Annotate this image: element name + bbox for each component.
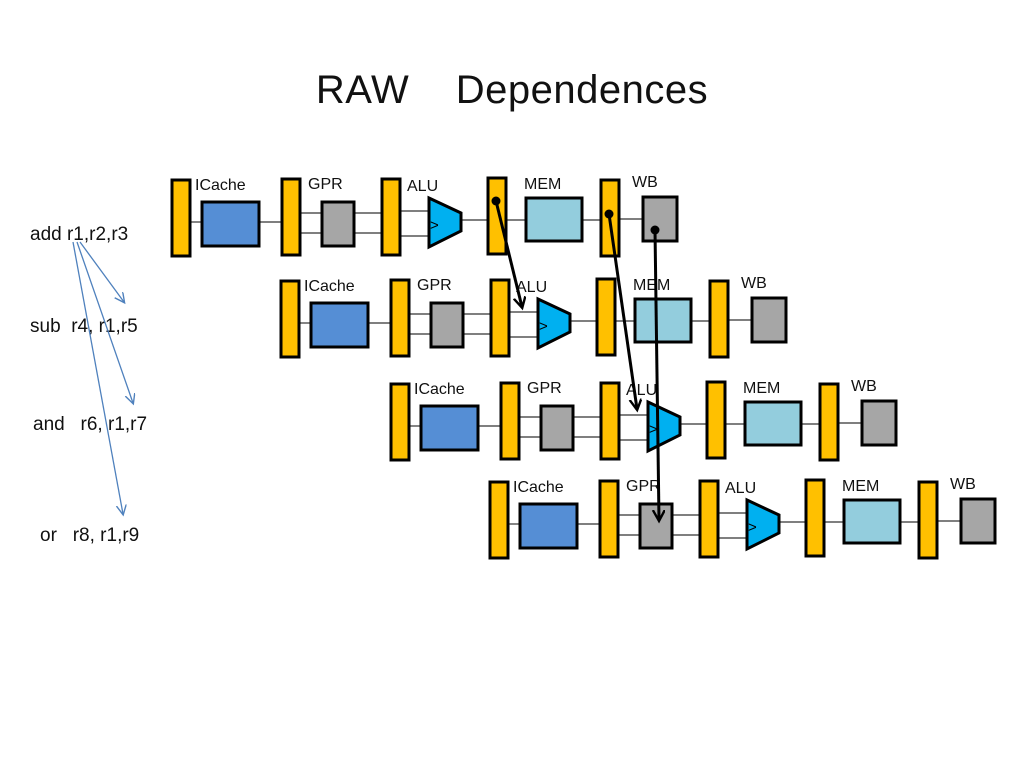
pipeline-register-if-id (389, 278, 411, 358)
wb-label: WB (741, 275, 767, 292)
pipeline-register-id-ex (698, 479, 720, 559)
pipeline-register-mem-wb (917, 480, 939, 560)
pipeline-register-if (170, 178, 192, 258)
pipeline-register-id-ex (489, 278, 511, 358)
wb-block (750, 296, 788, 344)
gpr-label: GPR (626, 478, 661, 495)
pipeline-register-if-id (280, 177, 302, 257)
pipeline-register-id-ex (599, 381, 621, 461)
mem-block (633, 297, 693, 344)
dependency-arrow-1 (79, 241, 124, 302)
alu-label: ALU (407, 178, 438, 195)
gpr-block (638, 502, 674, 550)
icache-block (518, 502, 579, 550)
pipeline-register-mem-wb (818, 382, 840, 462)
alu-block (745, 497, 781, 552)
instruction-and: and r6, r1,r7 (33, 414, 148, 435)
wb-label: WB (950, 476, 976, 493)
pipeline-register-ex-mem (705, 380, 727, 460)
instruction-add: add r1,r2,r3 (30, 224, 129, 245)
slide-title: RAW Dependences (315, 68, 709, 112)
mem-block (743, 400, 803, 447)
pipeline-register-if (279, 279, 301, 359)
pipeline-row-add: > ICache GPR ALU MEM WB (170, 174, 679, 258)
pipeline-row-and: > ICache GPR ALU MEM WB (389, 378, 898, 462)
pipeline-register-ex-mem (804, 478, 826, 558)
wb-block (959, 497, 997, 545)
pipeline-register-if-id (598, 479, 620, 559)
icache-block (419, 404, 480, 452)
pipeline-register-if-id (499, 381, 521, 461)
alu-symbol: > (430, 217, 439, 234)
icache-label: ICache (513, 479, 564, 496)
alu-block (427, 195, 463, 250)
pipeline-row-sub: > ICache GPR ALU MEM WB (279, 275, 788, 359)
icache-label: ICache (195, 177, 246, 194)
mem-label: MEM (524, 176, 561, 193)
icache-block (309, 301, 370, 349)
pipeline-register-id-ex (380, 177, 402, 257)
alu-symbol: > (748, 519, 757, 536)
wb-block (860, 399, 898, 447)
alu-label: ALU (516, 279, 547, 296)
wb-label: WB (851, 378, 877, 395)
dependency-arrow-3 (72, 241, 123, 514)
gpr-label: GPR (527, 380, 562, 397)
mem-block (524, 196, 584, 243)
gpr-block (539, 404, 575, 452)
alu-label: ALU (626, 382, 657, 399)
pipeline-register-ex-mem (486, 176, 508, 256)
alu-block (536, 296, 572, 351)
dependency-arrow-2 (76, 241, 133, 403)
pipeline-register-ex-mem (595, 277, 617, 357)
dependency-arrows (72, 241, 133, 514)
pipeline-register-if (389, 382, 411, 462)
icache-label: ICache (304, 278, 355, 295)
pipeline-register-if (488, 480, 510, 560)
alu-symbol: > (649, 421, 658, 438)
instruction-or: or r8, r1,r9 (40, 525, 140, 546)
wb-block (641, 195, 679, 243)
wb-label: WB (632, 174, 658, 191)
alu-label: ALU (725, 480, 756, 497)
mem-block (842, 498, 902, 545)
pipeline-row-or: > ICache GPR ALU MEM WB (488, 476, 997, 560)
bypass-arrow-3 (655, 229, 659, 520)
pipeline-register-mem-wb (708, 279, 730, 359)
icache-block (200, 200, 261, 248)
mem-label: MEM (842, 478, 879, 495)
bypass-arrows (491, 196, 660, 521)
bypass-arrow-2 (607, 213, 637, 409)
icache-label: ICache (414, 381, 465, 398)
mem-label: MEM (743, 380, 780, 397)
gpr-label: GPR (417, 277, 452, 294)
alu-block (646, 399, 682, 454)
gpr-label: GPR (308, 176, 343, 193)
mem-label: MEM (633, 277, 670, 294)
alu-symbol: > (539, 318, 548, 335)
bypass-arrow-1 (494, 200, 522, 307)
gpr-block (429, 301, 465, 349)
gpr-block (320, 200, 356, 248)
